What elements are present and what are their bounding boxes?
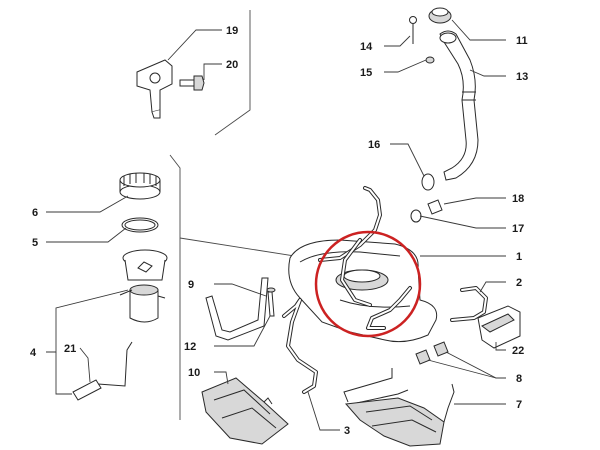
part-labels: 19 20 6 5 4 21 11 14 15 13 16 18 17 1 2 …	[30, 25, 528, 437]
part-16-sleeve	[421, 173, 435, 191]
part-7-lower-shield	[343, 368, 455, 447]
part-4-fuel-pump	[119, 249, 168, 323]
part-9-strap	[205, 277, 269, 341]
part-6-lock-ring	[119, 172, 161, 200]
label-part-7: 7	[516, 399, 522, 411]
label-part-17: 17	[512, 223, 524, 235]
label-part-5: 5	[32, 237, 38, 249]
part-1-fuel-tank	[288, 239, 438, 343]
label-part-21: 21	[64, 343, 76, 355]
label-part-14: 14	[360, 41, 373, 53]
label-part-2: 2	[516, 277, 522, 289]
label-part-22: 22	[512, 345, 524, 357]
part-8-clips	[415, 341, 449, 365]
label-part-3: 3	[344, 425, 350, 437]
label-part-6: 6	[32, 207, 38, 219]
leader-lines	[46, 19, 506, 431]
part-10-heat-shield	[201, 377, 289, 445]
part-19-bracket	[136, 59, 173, 119]
highlight-circle	[314, 230, 422, 338]
part-2-pipe	[450, 286, 488, 322]
part-11-filler-cap	[428, 7, 452, 24]
label-part-10: 10	[188, 367, 200, 379]
label-part-12: 12	[184, 341, 196, 353]
label-part-4: 4	[30, 347, 37, 359]
label-part-11: 11	[516, 35, 528, 47]
part-5-seal	[121, 217, 159, 233]
part-22-canister	[477, 305, 521, 349]
label-part-19: 19	[226, 25, 238, 37]
part-14-screw	[409, 16, 417, 44]
label-part-16: 16	[368, 139, 380, 151]
part-17-grommet	[410, 209, 422, 223]
part-12-bolt	[266, 287, 276, 317]
label-part-13: 13	[516, 71, 528, 83]
label-part-8: 8	[516, 373, 522, 385]
label-part-9: 9	[188, 279, 194, 291]
label-part-20: 20	[226, 59, 238, 71]
part-20-bolt	[179, 75, 205, 91]
part-3-pipe	[282, 298, 318, 394]
part-13-filler-neck	[439, 30, 479, 181]
part-21-level-sensor	[72, 341, 133, 401]
label-part-15: 15	[360, 67, 372, 79]
part-18-grommet	[427, 199, 443, 215]
label-part-1: 1	[516, 251, 522, 263]
fuel-lines	[318, 186, 412, 330]
label-part-18: 18	[512, 193, 524, 205]
part-15-clip	[425, 56, 435, 64]
